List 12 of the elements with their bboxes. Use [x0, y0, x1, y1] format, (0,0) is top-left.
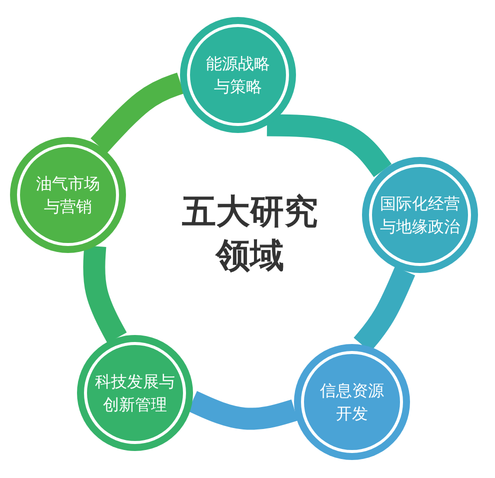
node-label: 能源战略与策略 — [205, 52, 271, 98]
node-label: 油气市场与营销 — [35, 172, 101, 218]
node-label: 信息资源开发 — [319, 380, 385, 425]
circle-node — [180, 17, 296, 133]
node-label: 科技发展与创新管理 — [94, 370, 176, 416]
center-title: 五大研究领域 — [181, 191, 319, 278]
circle-node — [10, 137, 126, 253]
node-label: 国际化经营与地缘政治 — [379, 192, 461, 238]
circle-node — [294, 344, 410, 460]
connector-band — [188, 391, 298, 430]
circle-node — [362, 157, 478, 273]
circle-node — [77, 335, 193, 451]
